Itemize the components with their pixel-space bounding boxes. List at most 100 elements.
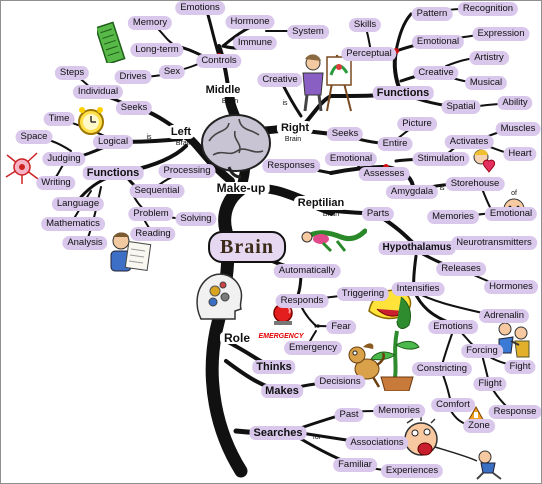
branch-reptilian-sub: Brain xyxy=(322,211,340,218)
node-flight: Flight xyxy=(473,377,507,391)
node-mathematics: Mathematics xyxy=(41,217,105,231)
node-space: Space xyxy=(15,130,53,144)
node-immune: Immune xyxy=(232,36,278,50)
node-logical: Logical xyxy=(92,135,134,149)
node-solving: Solving xyxy=(175,212,217,226)
node-neurotransmitters: Neurotransmitters xyxy=(451,236,537,250)
node-emotions-middle: Emotions xyxy=(175,1,225,15)
node-musical: Musical xyxy=(464,76,508,90)
node-emotions-reptilian: Emotions xyxy=(428,320,478,334)
node-forcing: Forcing xyxy=(461,344,503,358)
node-constricting: Constricting xyxy=(411,362,473,376)
node-seeks-left: Seeks xyxy=(115,101,153,115)
node-emotional2: Emotional xyxy=(484,207,538,221)
node-entire: Entire xyxy=(377,137,413,151)
node-intensifies: Intensifies xyxy=(391,282,445,296)
node-seeks-right: Seeks xyxy=(326,127,364,141)
node-hypothalamus: Hypothalamus xyxy=(378,241,456,255)
node-past: Past xyxy=(334,408,364,422)
circuit-chip-icon xyxy=(97,21,126,63)
node-memories-makeup: Memories xyxy=(427,210,479,224)
node-creative-right: Creative xyxy=(257,73,303,87)
node-picture: Picture xyxy=(397,117,437,131)
node-zone: Zone xyxy=(463,419,495,433)
node-experiences: Experiences xyxy=(380,464,444,478)
node-storehouse: Storehouse xyxy=(445,177,505,191)
node-ability: Ability xyxy=(497,96,533,110)
node-emergency: Emergency xyxy=(283,341,343,355)
heart-child-icon xyxy=(473,149,496,173)
node-reading: Reading xyxy=(130,227,176,241)
branch-middle-sub: Brain xyxy=(221,98,239,105)
branch-middle: Middle xyxy=(201,83,245,97)
node-functions-left: Functions xyxy=(82,166,144,180)
node-activates: Activates xyxy=(444,135,494,149)
shouting-runner-icon xyxy=(404,417,502,480)
node-hormone: Hormone xyxy=(225,15,275,29)
node-responses: Responses xyxy=(262,159,320,173)
branch-right: Right xyxy=(276,121,314,135)
node-releases: Releases xyxy=(436,262,486,276)
branch-right-sub: Brain xyxy=(284,136,302,143)
connector-is-right: is xyxy=(282,100,288,107)
node-triggering: Triggering xyxy=(336,287,390,301)
alarm-clock-icon xyxy=(78,107,104,135)
head-gears-icon xyxy=(196,273,243,320)
lizard-icon xyxy=(301,228,367,253)
node-functions-right: Functions xyxy=(372,86,434,100)
connector-to: to xyxy=(314,323,320,330)
branch-left: Left xyxy=(166,125,196,139)
node-response: Response xyxy=(488,405,541,419)
node-sequential: Sequential xyxy=(129,184,185,198)
node-assesses: Assesses xyxy=(358,167,410,181)
node-searches: Searches xyxy=(249,426,307,440)
node-artistry: Artistry xyxy=(469,51,509,65)
node-expression: Expression xyxy=(472,27,530,41)
node-problem: Problem xyxy=(128,207,174,221)
node-system: System xyxy=(287,25,329,39)
connector-for: for xyxy=(312,434,322,441)
node-associations: Associations xyxy=(345,436,409,450)
node-steps: Steps xyxy=(54,66,90,80)
node-automatically: Automatically xyxy=(273,264,341,278)
node-amygdala: Amygdala xyxy=(385,185,439,199)
node-language: Language xyxy=(51,197,105,211)
node-muscles: Muscles xyxy=(495,122,541,136)
brain-illustration-icon xyxy=(201,114,271,179)
node-parts: Parts xyxy=(361,207,395,221)
neuron-icon xyxy=(5,152,39,184)
node-comfort: Comfort xyxy=(431,398,475,412)
node-processing: Processing xyxy=(158,164,216,178)
node-judging: Judging xyxy=(42,152,86,166)
node-perceptual: Perceptual xyxy=(341,47,397,61)
node-time: Time xyxy=(43,112,75,126)
emergency-sign-text: EMERGENCY xyxy=(258,333,304,340)
node-fight: Fight xyxy=(504,360,536,374)
reading-person-icon xyxy=(110,232,152,272)
branch-left-sub: Brain xyxy=(175,140,193,147)
node-fear: Fear xyxy=(326,320,356,334)
node-hormones: Hormones xyxy=(484,280,538,294)
painter-easel-icon xyxy=(302,54,352,112)
node-long-term: Long-term xyxy=(130,43,184,57)
node-heart: Heart xyxy=(503,147,537,161)
node-creative2: Creative xyxy=(413,66,459,80)
node-makes: Makes xyxy=(261,384,303,398)
node-individual: Individual xyxy=(72,85,124,99)
node-memory: Memory xyxy=(127,16,173,30)
node-analysis: Analysis xyxy=(62,236,108,250)
node-spatial: Spatial xyxy=(441,100,481,114)
node-skills: Skills xyxy=(348,18,382,32)
node-controls: Controls xyxy=(196,54,242,68)
node-emotional-right: Emotional xyxy=(411,35,465,49)
scared-dog-icon xyxy=(348,343,385,388)
node-thinks: Thinks xyxy=(252,360,296,374)
node-decisions: Decisions xyxy=(314,375,366,389)
branch-reptilian: Reptilian xyxy=(293,196,349,210)
connector-of: of xyxy=(511,190,517,197)
node-memories-role: Memories xyxy=(373,404,425,418)
node-drives: Drives xyxy=(114,70,152,84)
flytrap-plant-icon xyxy=(368,289,420,391)
node-familiar: Familiar xyxy=(333,458,377,472)
